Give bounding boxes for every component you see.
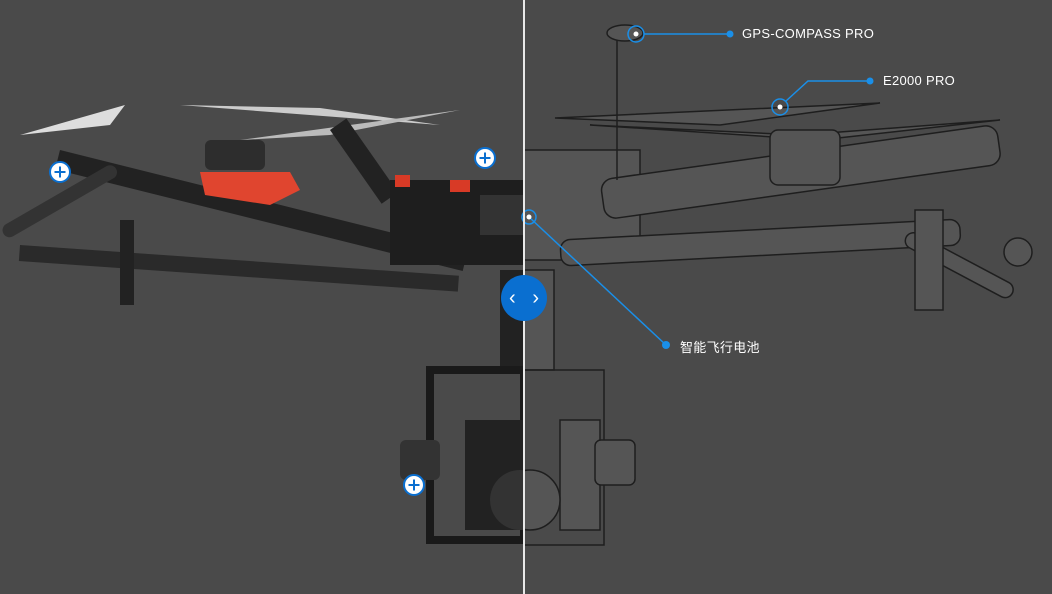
propeller-label: E2000 PRO [883, 73, 956, 88]
drone-schematic-right [524, 24, 1033, 546]
gps-compass-label: GPS-COMPASS PRO [742, 26, 875, 41]
battery-hotspot-ring[interactable] [521, 209, 537, 225]
hotspot-plus-button[interactable] [474, 147, 496, 169]
chevron-right-icon: › [532, 286, 539, 309]
comparison-slider-handle[interactable]: ‹ › [501, 275, 547, 321]
battery-label: 智能飞行电池 [680, 340, 760, 355]
propeller-hotspot-ring[interactable] [771, 98, 789, 116]
chevron-left-icon: ‹ [509, 286, 516, 309]
hotspot-plus-button[interactable] [403, 474, 425, 496]
drone-photo-left [2, 105, 524, 544]
hotspot-plus-button[interactable] [49, 161, 71, 183]
